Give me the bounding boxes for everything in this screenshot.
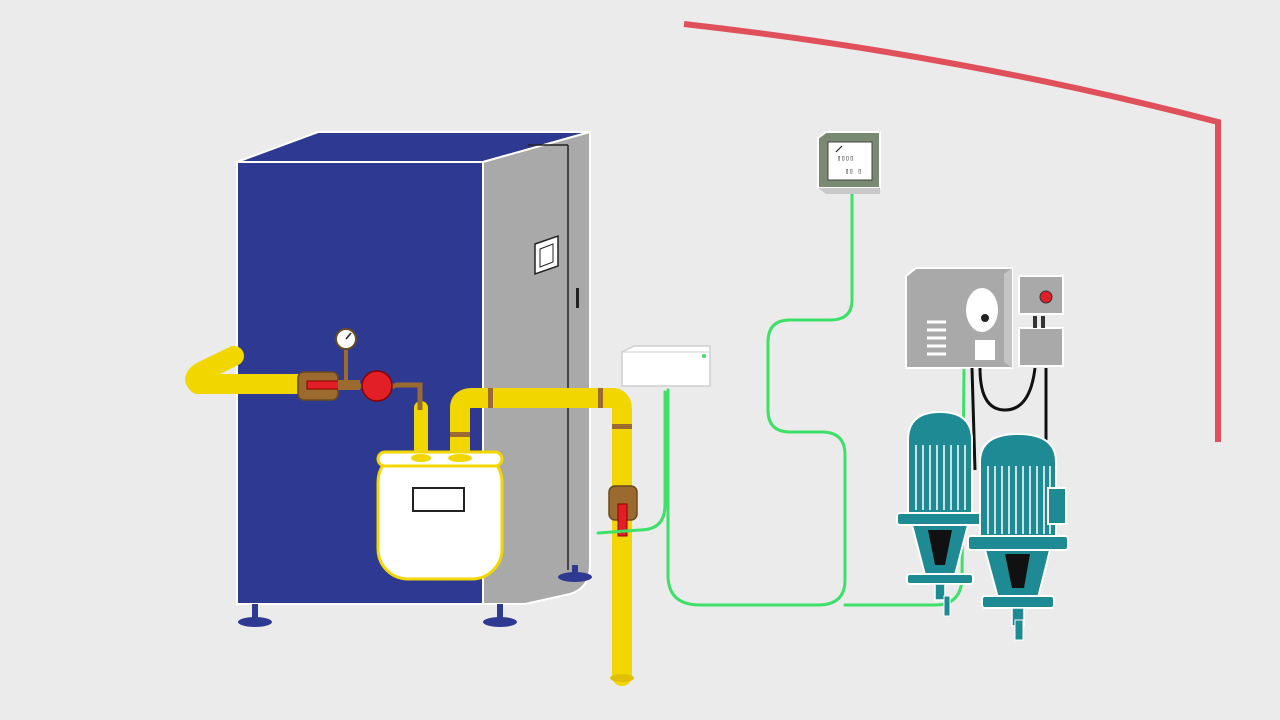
pipe-joint: [450, 432, 470, 437]
gas-pipe: [185, 346, 632, 686]
heating-flow-line: [683, 21, 1221, 442]
thermostat-display-text: ▯▯▯▯: [837, 154, 854, 162]
meter-supply-pipe: [395, 382, 423, 410]
gas-valve-icon: [355, 370, 395, 402]
signal-cable: [596, 192, 966, 607]
thermostat-display-icon: ▯▯▯▯ ▯▯ ▯: [817, 131, 881, 194]
relay-box-icon: [1018, 275, 1064, 367]
gas-meter-icon: [376, 450, 504, 581]
pump-control-panel-icon: [905, 267, 1013, 369]
pipe-joint: [598, 388, 603, 408]
shutoff-valve-icon: [608, 485, 638, 537]
circulation-pump-icon: [896, 410, 1069, 641]
junction-box-icon: [621, 345, 711, 387]
ball-valve-icon: [297, 371, 360, 401]
pipe-joint: [488, 388, 493, 408]
pipe-joint: [612, 424, 632, 429]
pressure-gauge-icon: [335, 328, 357, 380]
thermostat-display-text: ▯▯ ▯: [845, 167, 862, 175]
pipe-end-cap: [610, 674, 634, 682]
